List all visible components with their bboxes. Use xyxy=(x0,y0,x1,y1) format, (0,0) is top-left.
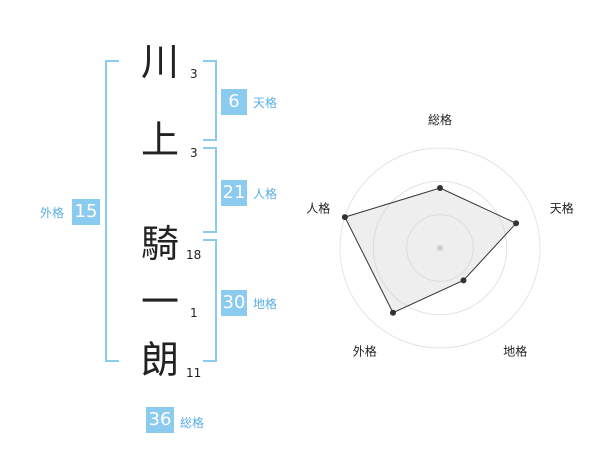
radar-series-area xyxy=(344,187,517,314)
name-char-3: 騎 xyxy=(140,222,179,266)
stroke-count-1: 3 xyxy=(190,67,198,81)
radar-axis-label-5: 人格 xyxy=(306,200,330,215)
radar-ring-1 xyxy=(406,214,474,282)
jinkaku-label: 人格 xyxy=(253,187,278,201)
jinkaku-bracket xyxy=(203,147,217,233)
radar-ring-3 xyxy=(339,147,541,349)
tenkaku-badge: 6 xyxy=(221,89,247,115)
chikaku-badge: 30 xyxy=(221,290,247,316)
radar-axis-label-1: 総格 xyxy=(428,112,452,127)
stroke-count-2: 3 xyxy=(190,146,198,160)
tenkaku-bracket xyxy=(203,60,217,141)
name-char-1: 川 xyxy=(140,40,179,84)
radar-point-2 xyxy=(513,220,520,227)
tenkaku-label: 天格 xyxy=(253,96,278,110)
chikaku-label: 地格 xyxy=(253,297,278,311)
radar-axis-label-2: 天格 xyxy=(550,200,574,215)
jinkaku-badge: 21 xyxy=(221,180,247,206)
name-char-2: 上 xyxy=(140,118,179,162)
stroke-count-3: 18 xyxy=(186,248,202,262)
soukaku-badge: 36 xyxy=(146,407,174,433)
radar-axis-label-3: 地格 xyxy=(503,344,527,359)
gaikaku-badge: 15 xyxy=(72,199,100,225)
radar-point-3 xyxy=(460,277,467,284)
radar-point-5 xyxy=(341,214,348,221)
radar-point-4 xyxy=(389,309,396,316)
chikaku-bracket xyxy=(203,239,217,362)
stroke-count-4: 1 xyxy=(190,306,198,320)
name-char-5: 朗 xyxy=(140,338,179,382)
radar-axis-label-4: 外格 xyxy=(353,344,377,359)
gaikaku-bracket-tick xyxy=(107,298,117,300)
stroke-count-5: 11 xyxy=(186,366,202,380)
soukaku-label: 総格 xyxy=(180,416,205,430)
gaikaku-label: 外格 xyxy=(40,206,65,220)
radar-center xyxy=(437,245,443,251)
radar-point-1 xyxy=(437,185,443,191)
radar-ring-2 xyxy=(372,180,508,316)
gaikaku-bracket xyxy=(105,60,119,362)
name-char-4: 一 xyxy=(140,280,179,324)
